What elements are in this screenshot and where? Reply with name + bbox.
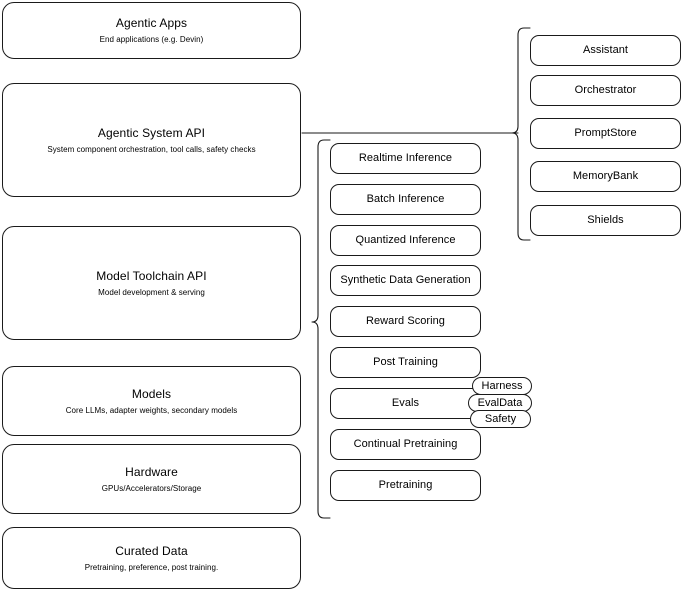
toolchain-item-batch-inference[interactable]: Batch Inference [330,184,481,215]
system-item-promptstore[interactable]: PromptStore [530,118,681,149]
brace-toolchain-components [311,139,331,519]
item-label: Realtime Inference [358,152,453,164]
toolchain-item-evals[interactable]: Evals [330,388,481,419]
eval-tag-safety[interactable]: Safety [470,410,531,428]
item-label: Orchestrator [574,84,637,96]
item-label: MemoryBank [572,170,639,182]
tag-label: Safety [484,413,517,425]
toolchain-item-synthetic-data-generation[interactable]: Synthetic Data Generation [330,265,481,296]
layer-curated-data[interactable]: Curated Data Pretraining, preference, po… [2,527,301,589]
item-label: Reward Scoring [366,315,445,327]
layer-subtitle: Model development & serving [98,287,205,297]
item-label: Post Training [373,356,438,368]
layer-agentic-apps[interactable]: Agentic Apps End applications (e.g. Devi… [2,2,301,59]
item-label: Synthetic Data Generation [340,274,471,286]
layer-hardware[interactable]: Hardware GPUs/Accelerators/Storage [2,444,301,514]
brace-system-components [511,27,531,241]
system-item-shields[interactable]: Shields [530,205,681,236]
item-label: Quantized Inference [355,234,456,246]
layer-models[interactable]: Models Core LLMs, adapter weights, secon… [2,366,301,436]
item-label: Assistant [582,44,629,56]
toolchain-item-quantized-inference[interactable]: Quantized Inference [330,225,481,256]
toolchain-item-continual-pretraining[interactable]: Continual Pretraining [330,429,481,460]
system-item-memorybank[interactable]: MemoryBank [530,161,681,192]
layer-title: Curated Data [115,543,188,558]
layer-title: Model Toolchain API [96,268,207,283]
layer-subtitle: Pretraining, preference, post training. [84,562,219,572]
item-label: Batch Inference [366,193,445,205]
toolchain-item-pretraining[interactable]: Pretraining [330,470,481,501]
toolchain-item-reward-scoring[interactable]: Reward Scoring [330,306,481,337]
toolchain-item-post-training[interactable]: Post Training [330,347,481,378]
system-item-orchestrator[interactable]: Orchestrator [530,75,681,106]
layer-subtitle: End applications (e.g. Devin) [99,35,204,44]
layer-subtitle: Core LLMs, adapter weights, secondary mo… [65,405,238,415]
item-label: Continual Pretraining [353,438,458,450]
layer-title: Models [131,386,172,401]
item-label: Evals [391,397,420,409]
tag-label: Harness [481,380,523,392]
layer-title: Agentic Apps [115,16,188,30]
layer-title: Hardware [125,464,178,479]
toolchain-item-realtime-inference[interactable]: Realtime Inference [330,143,481,174]
layer-agentic-system-api[interactable]: Agentic System API System component orch… [2,83,301,197]
item-label: PromptStore [574,127,637,139]
layer-subtitle: System component orchestration, tool cal… [47,144,256,154]
system-item-assistant[interactable]: Assistant [530,35,681,66]
item-label: Shields [587,214,624,226]
tag-label: EvalData [477,397,523,409]
layer-title: Agentic System API [97,125,206,140]
item-label: Pretraining [378,479,433,491]
layer-subtitle: GPUs/Accelerators/Storage [101,483,202,493]
layer-model-toolchain-api[interactable]: Model Toolchain API Model development & … [2,226,301,340]
eval-tag-harness[interactable]: Harness [472,377,532,395]
